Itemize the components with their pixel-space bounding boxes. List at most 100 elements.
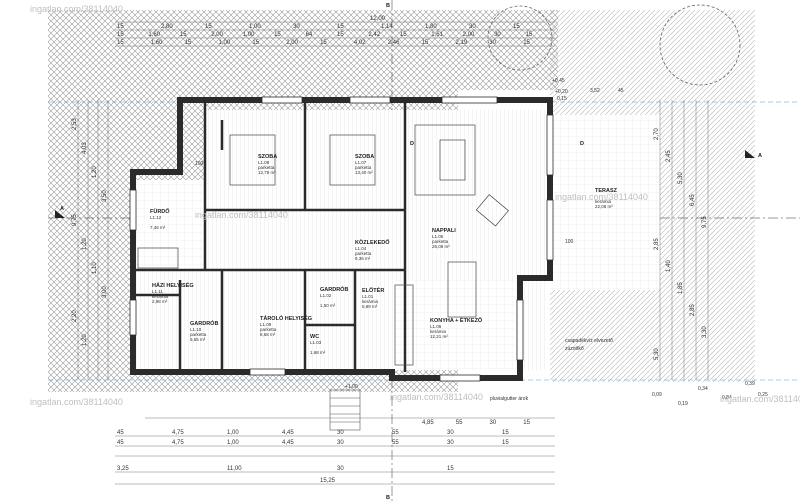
dim-right-value: 9,75 [702, 216, 708, 228]
dim-left-value: 2,53 [72, 118, 78, 130]
svg-text:A: A [60, 206, 64, 212]
dim-bottom-row1: 30 [490, 420, 497, 426]
room-floor: parketta [432, 239, 449, 244]
room-code: L1.10 [190, 327, 202, 332]
room-area: 13,40 m² [355, 170, 373, 175]
dim-top-row3: 15 [180, 32, 187, 38]
room-name: WC [310, 334, 319, 340]
room-name: GARDRÓB [190, 319, 218, 327]
level-annotations: +0,45 +1,00 +0,20 100 100 3,52 45 0,15 0… [195, 78, 768, 407]
dim-bottom-row2: 30 [337, 430, 344, 436]
room-floor: kerámia [152, 294, 169, 299]
room-area: 12,21 m² [430, 334, 448, 339]
dim-top-row4: 30 [489, 40, 496, 46]
room-name: NAPPALI [432, 228, 456, 234]
room-area: 22,08 m² [595, 204, 613, 209]
level-plus045: +0,45 [552, 78, 565, 84]
dim-right-value: 3,30 [702, 326, 708, 338]
floor-bath [133, 180, 205, 270]
dim-top-row4: 15 [252, 40, 259, 46]
room-area: 1,50 m² [320, 303, 336, 308]
dim-bottom-row4: 11,00 [227, 466, 242, 472]
svg-text:ingatlan.com/38114040: ingatlan.com/38114040 [30, 397, 123, 407]
svg-text:ingatlan.com/38114040: ingatlan.com/38114040 [720, 394, 800, 404]
dim-top-row4: 15 [117, 40, 124, 46]
dim-bottom-row2: 15 [502, 430, 509, 436]
dim-top-row4: 1,60 [151, 40, 163, 46]
dim-bottom-row1: 15 [523, 420, 530, 426]
sofa [414, 124, 476, 196]
gutter-note: pluvialgutter árok [490, 396, 529, 402]
kitchen-counter [394, 284, 414, 366]
room-name: ELŐTÉR [362, 286, 384, 294]
dim-top-row2: 1,00 [249, 24, 261, 30]
dim-top-row2: 30 [469, 24, 476, 30]
room-floor: kerámia [430, 329, 447, 334]
dim-top-row3: 15 [274, 32, 281, 38]
room-area: 5,89 m² [362, 304, 378, 309]
dim-bottom-row3: 30 [447, 440, 454, 446]
dim-right-value: 5,30 [678, 172, 684, 184]
svg-text:ingatlan.com/38114040: ingatlan.com/38114040 [30, 4, 123, 14]
room-code: L1.11 [152, 289, 163, 294]
gravel-note: zúzottkő [565, 346, 584, 352]
room-floor: kerámia [595, 199, 612, 204]
dim-top-row3: 1,60 [148, 32, 160, 38]
dim-bottom-row4: 30 [337, 466, 344, 472]
room-name: SZOBA [355, 154, 374, 160]
dim-top-row3: 2,00 [463, 32, 475, 38]
room-area: 7,46 m² [150, 225, 166, 230]
dim-bottom-row3: 4,45 [282, 440, 294, 446]
room-name: TÁROLÓ HELYISÉG [260, 314, 312, 322]
dim-top-row4: 1,00 [219, 40, 231, 46]
dim-left-value: 3,00 [102, 286, 108, 298]
value-100-right: 100 [565, 239, 574, 245]
bottom-right-084: 0,84 [722, 395, 732, 401]
svg-text:B: B [386, 495, 390, 501]
interior-walls [133, 100, 407, 372]
dim-top-row4: 15 [422, 40, 429, 46]
svg-text:ingatlan.com/38114040: ingatlan.com/38114040 [390, 392, 483, 402]
dim-bottom-total: 15,25 [320, 478, 336, 484]
bottom-right-039: 0,39 [745, 381, 755, 387]
dim-top-row3: 15 [526, 32, 533, 38]
bathtub [137, 247, 179, 269]
room-name: HÁZI HELYISÉG [152, 281, 194, 289]
bottom-right-009: 0,09 [652, 392, 662, 398]
tree-icon [659, 4, 741, 86]
coffee-table [439, 139, 466, 181]
room-floor: parketta [258, 165, 275, 170]
room-code: L1.03 [310, 340, 322, 345]
dim-right-value: 2,85 [690, 304, 696, 316]
tv-unit [475, 194, 509, 227]
dim-bottom-row3: 4,75 [172, 440, 184, 446]
dim-top-row2: 1,14 [381, 24, 393, 30]
room-area: 8,68 m² [260, 332, 276, 337]
dim-right-value: 1,85 [678, 282, 684, 294]
room-name: GARDRÓB [320, 285, 348, 293]
room-name: KONYHA + ÉTKEZŐ [430, 316, 483, 324]
dim-top-row3: 2,00 [211, 32, 223, 38]
svg-text:D: D [580, 141, 584, 147]
room-area: 1,68 m² [310, 350, 326, 355]
level-plus100: +1,00 [345, 384, 358, 390]
room-name: TERASZ [595, 188, 618, 194]
room-area: 12,75 m² [258, 170, 276, 175]
dim-top-row2: 2,80 [161, 24, 173, 30]
dimension-lines [77, 21, 709, 485]
dim-left-value: 9,75 [72, 214, 78, 226]
room-area: 2,98 m² [152, 299, 168, 304]
dim-right-value: 2,45 [666, 150, 672, 162]
dining-table [447, 261, 477, 318]
dim-bottom-row2: 1,00 [227, 430, 239, 436]
floor-terrace [550, 115, 660, 290]
stairs [329, 389, 361, 431]
svg-text:ingatlan.com/38114040: ingatlan.com/38114040 [555, 192, 648, 202]
dim-right-value: 2,70 [654, 128, 660, 140]
dim-top-row3: 1,00 [243, 32, 255, 38]
room-area: 6,55 m² [190, 337, 206, 342]
room-name: FÜRDŐ [150, 208, 170, 215]
room-name: KÖZLEKEDŐ [355, 239, 390, 246]
